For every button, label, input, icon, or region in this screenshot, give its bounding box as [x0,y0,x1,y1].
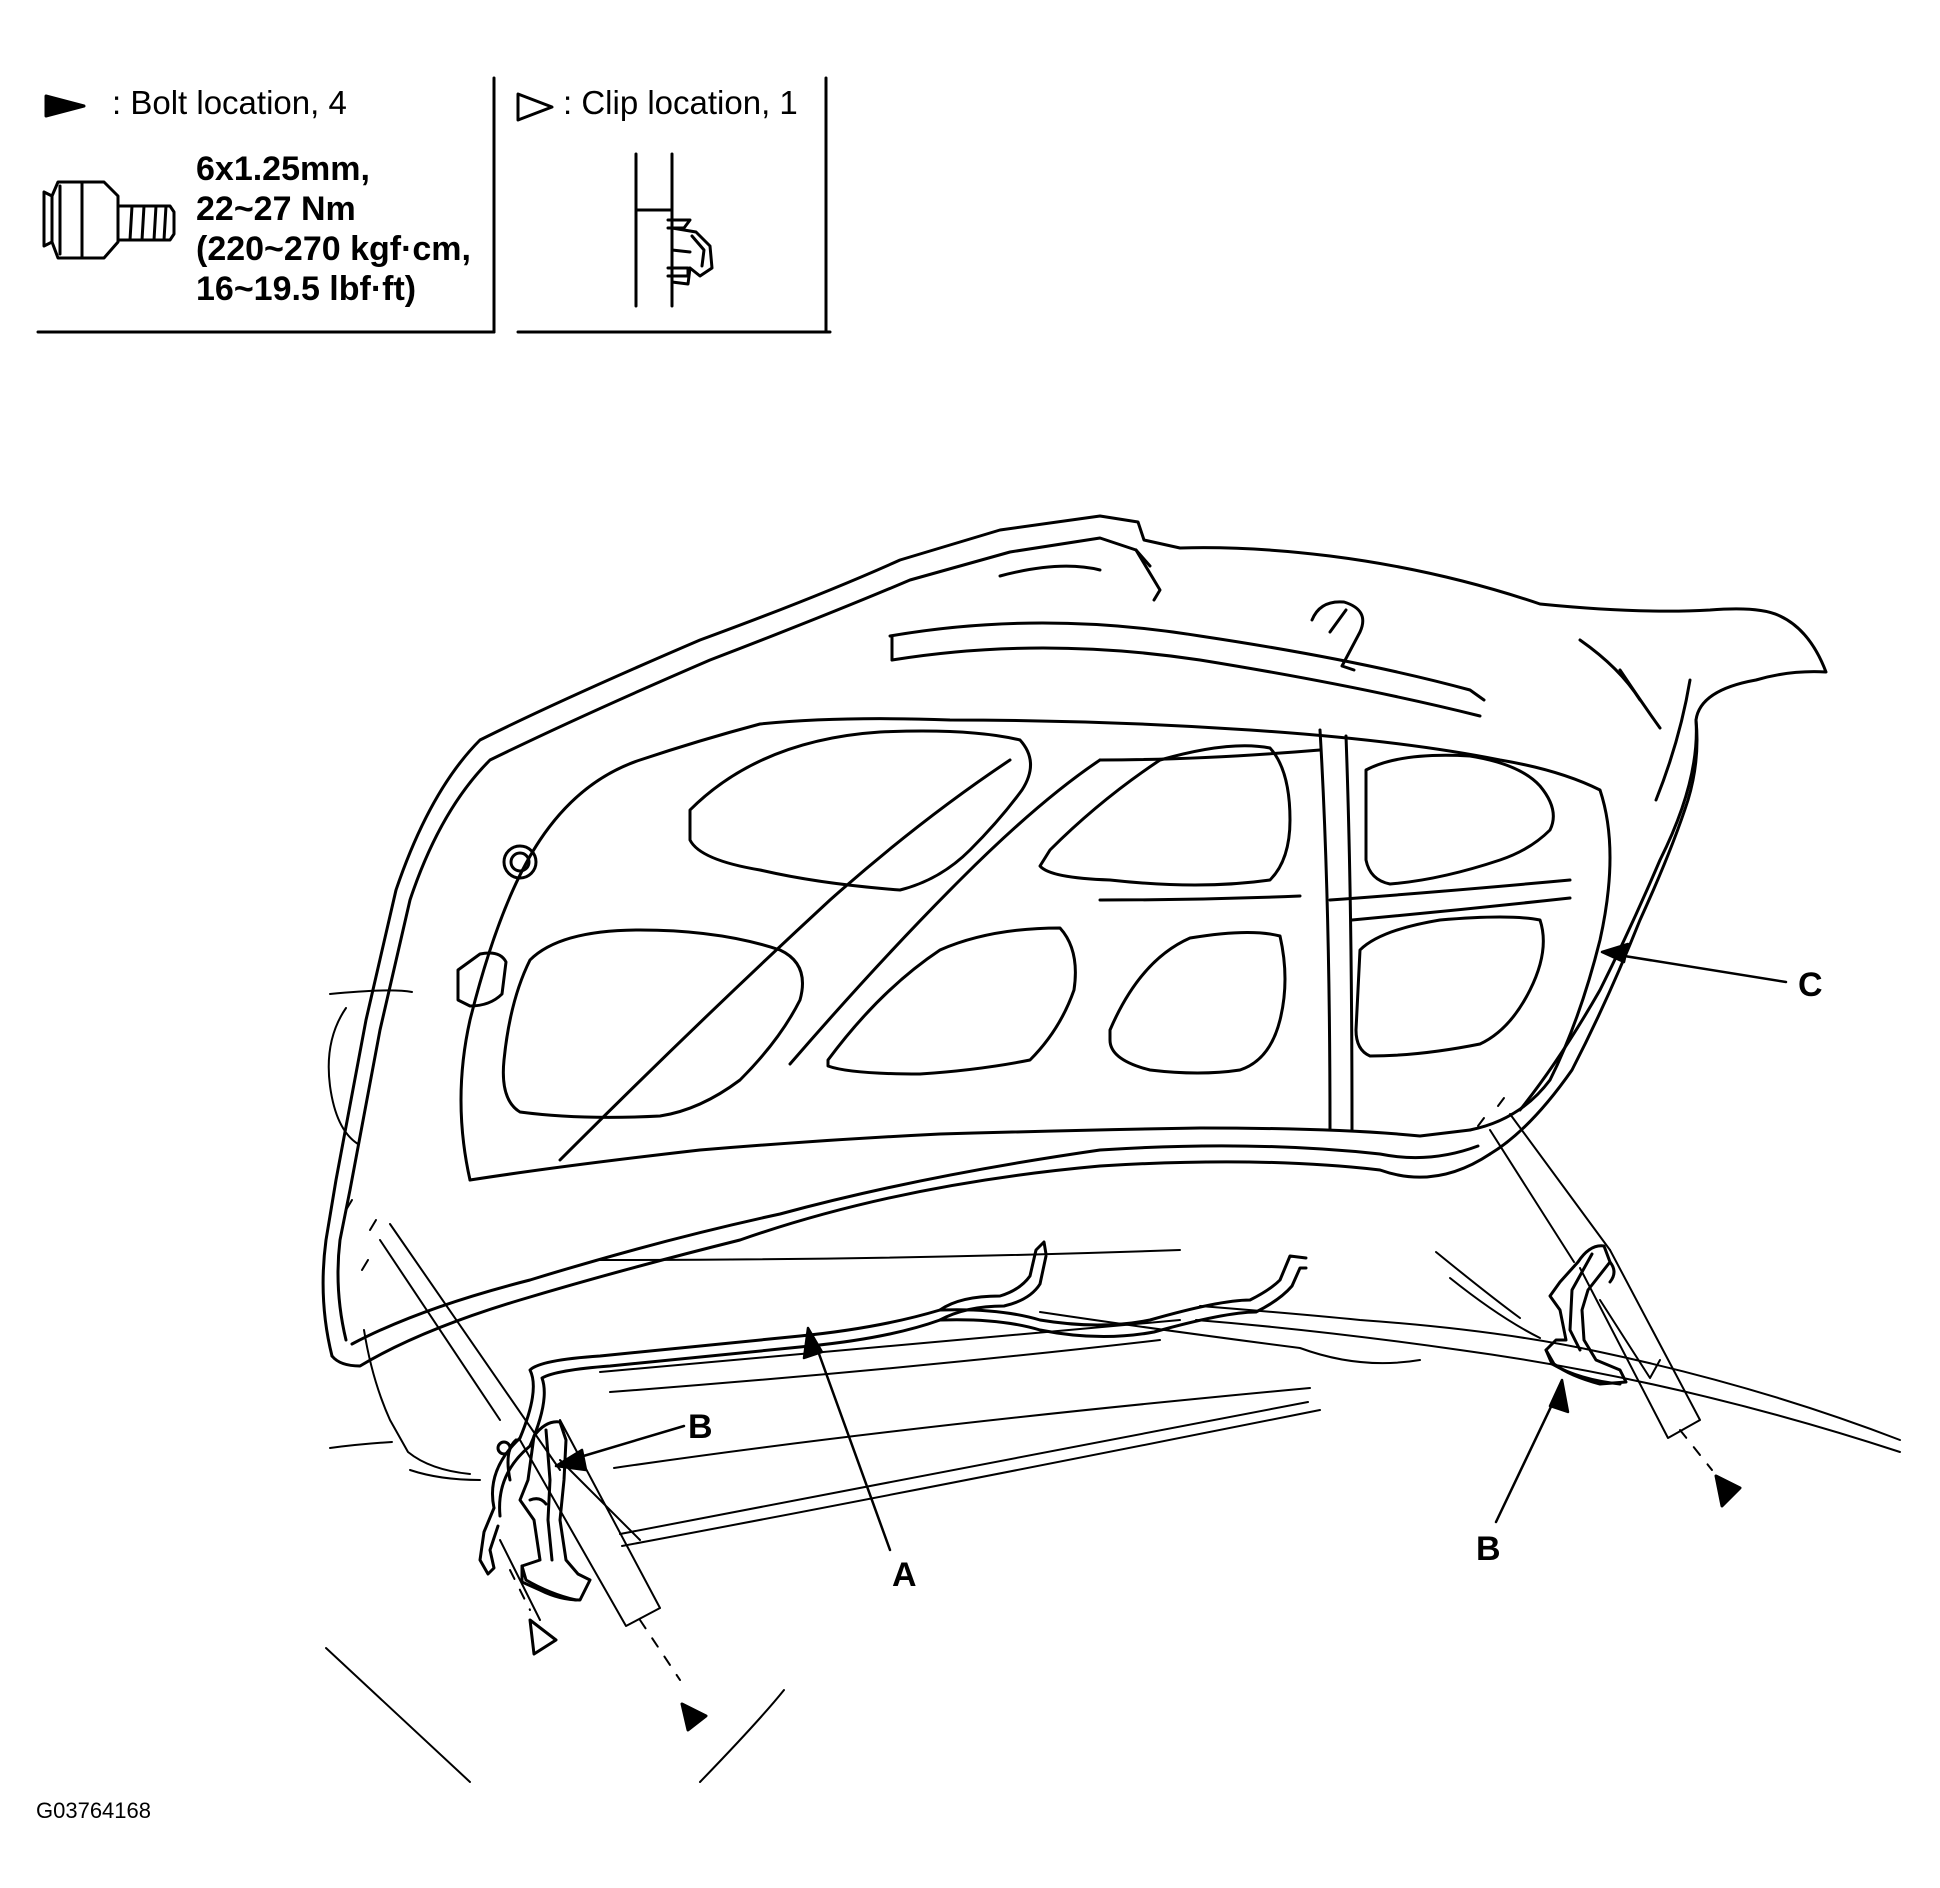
trim-clip-icon [634,152,714,308]
legend-frames [36,76,832,334]
flange-bolt-icon [42,180,176,260]
filled-triangle-marker-icon [44,94,86,118]
trunk-lid [321,514,1828,1368]
figure-id: G03764168 [36,1798,151,1823]
hinge-left [518,1420,592,1602]
bolt-spec-torque-lbf: 16~19.5 lbf·ft) [196,270,417,308]
bolt-spec-torque-nm: 22~27 Nm [196,190,356,228]
clip-marker [528,1618,558,1656]
hinge-right [1544,1244,1628,1386]
trunk-opener-cable [478,1240,1308,1576]
outline-triangle-marker-icon [516,92,554,122]
callout-leaders [554,942,1788,1552]
callout-label-b-right: B [1476,1530,1501,1568]
hinge-bracket-left [499,1419,661,1627]
bolt-spec-size: 6x1.25mm, [196,150,370,188]
callout-label-a: A [892,1556,917,1594]
clip-legend-label: : Clip location, 1 [563,84,798,121]
bolt-spec-torque-kgf: (220~270 kgf·cm, [196,230,471,268]
bolt-legend-label: : Bolt location, 4 [112,84,347,121]
bolt-marker-right [1714,1474,1742,1508]
hinge-guide-lines [345,1097,1611,1471]
callout-label-b-left: B [688,1408,713,1446]
car-body-outline [325,989,1901,1783]
bolt-dash-lines [509,1429,1713,1681]
callout-label-c: C [1798,966,1823,1004]
bolt-marker-left [680,1702,708,1732]
hinge-bracket-right [1579,1249,1701,1439]
